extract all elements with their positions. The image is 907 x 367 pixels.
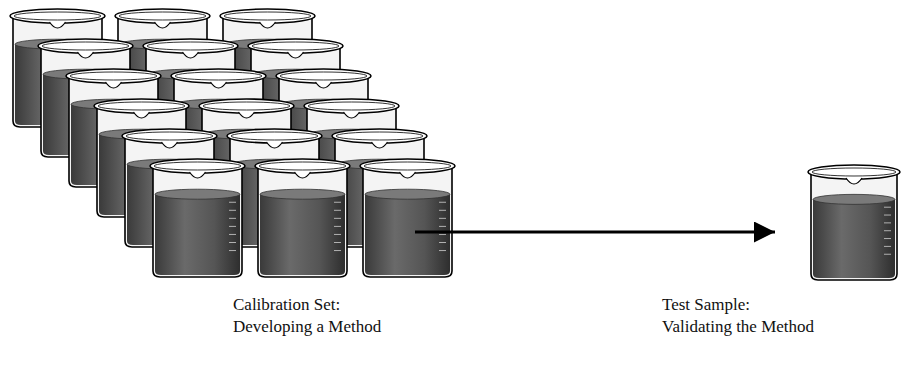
flow-arrow (415, 231, 775, 234)
beaker (255, 159, 350, 277)
sample-group: Calibration Set:Developing a Method (0, 0, 415, 367)
caption: Calibration Set:Developing a Method (233, 294, 381, 338)
caption-body: Developing a Method (233, 316, 381, 338)
caption-heading: Calibration Set: (233, 294, 381, 316)
caption-heading: Test Sample: (662, 294, 814, 316)
beaker (808, 165, 900, 280)
beaker (150, 159, 245, 277)
caption: Test Sample:Validating the Method (662, 294, 814, 338)
caption-body: Validating the Method (662, 316, 814, 338)
beaker (360, 159, 455, 277)
sample-group: Test Sample:Validating the Method (775, 0, 907, 367)
